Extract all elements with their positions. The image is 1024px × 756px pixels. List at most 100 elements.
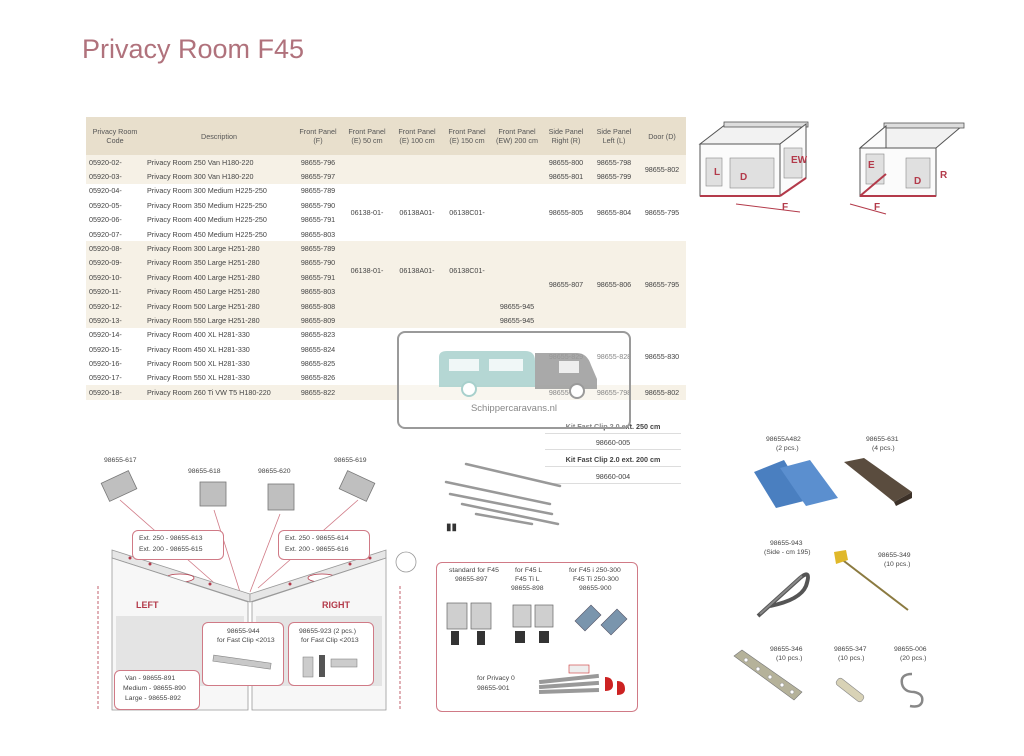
part-label: 98655-620: [258, 468, 291, 475]
front-f-cell: 98655-789: [294, 241, 342, 256]
clips-image: [446, 602, 628, 645]
table-row: 05920-17- Privacy Room 550 XL H281-330 9…: [86, 370, 686, 386]
desc-cell: Privacy Room 350 Large H251-280: [144, 255, 294, 271]
clip-sub: F45 Ti 250-300: [573, 576, 619, 583]
front-f-cell: 98655-789: [294, 183, 342, 199]
clip-sub: F45 Ti L: [515, 576, 540, 583]
diagram-label-r: R: [940, 170, 948, 181]
part-qty: (10 pcs.): [884, 561, 911, 568]
part-qty: (10 pcs.): [838, 655, 865, 662]
code-cell: 05920-04-: [86, 183, 144, 199]
size-box: Van - 98655-891 Medium - 98655-890 Large…: [114, 670, 200, 710]
side-left-cell: 98655-804: [590, 183, 638, 242]
desc-cell: Privacy Room 450 Large H251-280: [144, 284, 294, 299]
clip-code: 98655-901: [477, 685, 510, 692]
size-van: Van - 98655-891: [125, 675, 176, 682]
desc-cell: Privacy Room 300 Medium H225-250: [144, 183, 294, 199]
diagram-label-e: E: [868, 160, 875, 171]
col-header: Front Panel (EW) 200 cm: [492, 117, 542, 155]
door-cell: 98655-795: [638, 241, 686, 328]
desc-cell: Privacy Room 450 XL H281-330: [144, 342, 294, 357]
s-hook-image: [900, 672, 924, 708]
table-row: 05920-10- Privacy Room 400 Large H251-28…: [86, 270, 686, 285]
watermark-text: Schippercaravans.nl: [470, 403, 558, 414]
front-f-cell: 98655-790: [294, 198, 342, 213]
front-f-cell: 98655-824: [294, 342, 342, 357]
front-f-cell: 98655-803: [294, 226, 342, 242]
door-cell: 98655-795: [638, 183, 686, 242]
code-cell: 05920-03-: [86, 169, 144, 184]
desc-cell: Privacy Room 500 Large H251-280: [144, 298, 294, 314]
front-e150-cell: 06138C01-: [442, 183, 492, 242]
front-f-cell: 98655-823: [294, 327, 342, 343]
clip-title: for F45 i 250-300: [569, 567, 621, 574]
front-e100-cell: 06138A01-: [392, 183, 442, 242]
col-header: Door (D): [638, 117, 686, 155]
part-note: for Fast Clip <2013: [301, 637, 359, 644]
front-f-cell: 98655-822: [294, 385, 342, 400]
code-cell: 05920-10-: [86, 270, 144, 285]
kit-250-label: Kit Fast Clip 2.0 ext. 250 cm: [545, 420, 681, 434]
front-f-cell: 98655-826: [294, 370, 342, 386]
side-right-cell: 98655-805: [542, 183, 590, 242]
part-code: 98655-943: [770, 540, 803, 547]
side-left-cell: 98655-798: [590, 155, 638, 170]
table-row: 05920-04- Privacy Room 300 Medium H225-2…: [86, 183, 686, 242]
code-cell: 05920-18-: [86, 385, 144, 400]
ext-label: Ext. 250 - 98655-613: [139, 535, 203, 542]
col-header: Front Panel (E) 150 cm: [442, 117, 492, 155]
tent-peg-image: [834, 550, 909, 611]
ext-left-box: Ext. 250 - 98655-613 Ext. 200 - 98655-61…: [132, 530, 224, 560]
part-923-box: 98655-923 (2 pcs.) for Fast Clip <2013: [288, 622, 374, 686]
part-note: for Fast Clip <2013: [217, 637, 275, 644]
table-row: 05920-09- Privacy Room 350 Large H251-28…: [86, 255, 686, 271]
part-label: 98655-617: [104, 457, 137, 464]
side-right-cell: 98655-801: [542, 169, 590, 184]
side-right-label: RIGHT: [322, 600, 350, 610]
code-cell: 05920-13-: [86, 313, 144, 328]
size-medium: Medium - 98655-890: [123, 685, 186, 692]
part-944-box: 98655-944 for Fast Clip <2013: [202, 622, 284, 686]
privacy0-parts-image: [538, 664, 625, 695]
side-left-cell: 98655-799: [590, 169, 638, 184]
ext-label: Ext. 200 - 98655-615: [139, 546, 203, 553]
front-e150-cell: 06138C01-: [442, 241, 492, 299]
table-row: 05920-16- Privacy Room 500 XL H281-330 9…: [86, 356, 686, 371]
code-cell: 05920-08-: [86, 241, 144, 256]
table-row: 05920-13- Privacy Room 550 Large H251-28…: [86, 313, 686, 328]
front-f-cell: 98655-791: [294, 270, 342, 285]
connector-image: [835, 677, 865, 703]
desc-cell: Privacy Room 400 Large H251-280: [144, 270, 294, 285]
desc-cell: Privacy Room 450 Medium H225-250: [144, 226, 294, 242]
part-code: 98655-349: [878, 552, 911, 559]
diagram-label-ew: EW: [791, 155, 808, 166]
front-f-cell: 98655-808: [294, 298, 342, 314]
desc-cell: Privacy Room 500 XL H281-330: [144, 356, 294, 371]
desc-cell: Privacy Room 300 Large H251-280: [144, 241, 294, 256]
part-qty: (20 pcs.): [900, 655, 927, 662]
part-qty: (4 pcs.): [872, 445, 895, 452]
col-header: Side Panel Right (R): [542, 117, 590, 155]
part-code: 98655-923 (2 pcs.): [299, 628, 357, 635]
code-cell: 05920-06-: [86, 212, 144, 227]
code-cell: 05920-02-: [86, 155, 144, 170]
diagram-label-f: F: [874, 202, 880, 213]
awning-diagram-right: E D R F: [849, 122, 965, 215]
door-cell: 98655-830: [638, 327, 686, 386]
diagram-label-d: D: [740, 172, 747, 183]
svg-text:▮▮: ▮▮: [446, 522, 457, 533]
table-row: 05920-08- Privacy Room 300 Large H251-28…: [86, 241, 686, 328]
desc-cell: Privacy Room 400 XL H281-330: [144, 327, 294, 343]
front-ew-cell: 98655-945: [492, 298, 542, 314]
clip-title: standard for F45: [449, 567, 499, 574]
code-cell: 05920-12-: [86, 298, 144, 314]
code-cell: 05920-11-: [86, 284, 144, 299]
ext-right-box: Ext. 250 - 98655-614 Ext. 200 - 98655-61…: [278, 530, 370, 560]
watermark: Schippercaravans.nl: [397, 331, 631, 429]
col-header: Privacy Room Code: [86, 117, 144, 155]
floor-mat-image: [754, 460, 838, 508]
table-row: 05920-06- Privacy Room 400 Medium H225-2…: [86, 212, 686, 227]
code-cell: 05920-17-: [86, 370, 144, 386]
part-code: 98655-006: [894, 646, 927, 653]
diagram-label-f: F: [782, 202, 788, 213]
